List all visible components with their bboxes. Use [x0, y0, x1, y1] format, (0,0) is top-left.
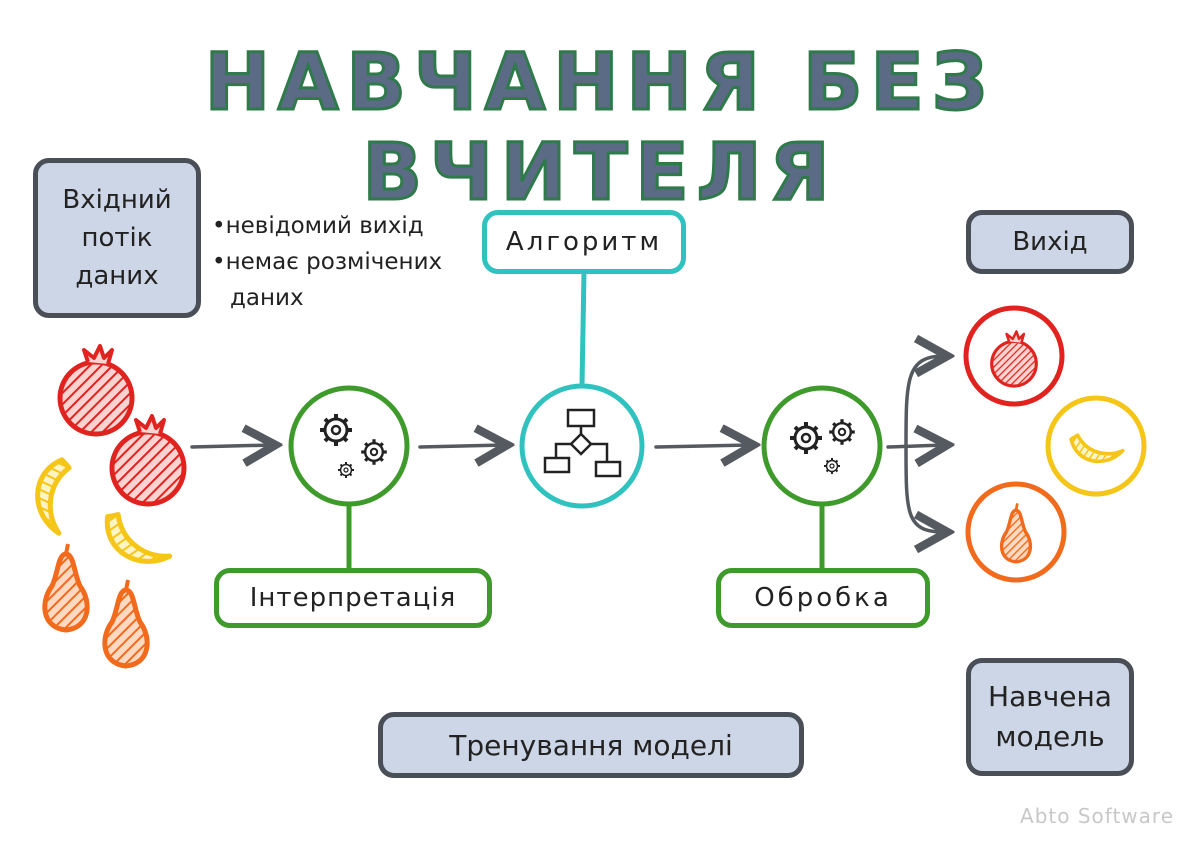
training-label: Тренування моделі	[449, 728, 733, 762]
banana-icon	[101, 513, 175, 566]
flow-arrows	[190, 356, 944, 532]
note-text: невідомий вихід	[225, 213, 424, 239]
trained-model-line: Навчена	[988, 680, 1112, 713]
processing-node	[761, 385, 883, 507]
note-item: •невідомий вихід	[212, 208, 442, 244]
note-text: даних	[230, 285, 304, 311]
processing-label-box: Обробка	[716, 568, 930, 628]
output-pomegranate	[963, 305, 1065, 407]
output-pear	[965, 481, 1067, 583]
interpretation-label-box: Інтерпретація	[214, 568, 492, 628]
input-data-box: Вхідний потік даних	[33, 158, 201, 318]
processing-label: Обробка	[754, 583, 892, 613]
pomegranate-icon	[112, 416, 184, 504]
output-banana	[1045, 395, 1147, 497]
pear-icon	[105, 580, 147, 666]
arrow-icon	[190, 445, 272, 447]
diagram-title: НАВЧАННЯ БЕЗ ВЧИТЕЛЯ	[203, 37, 996, 220]
algorithm-node	[519, 383, 645, 509]
flowchart-icon	[543, 408, 622, 478]
pomegranate-icon	[60, 346, 132, 434]
note-bullet: •	[212, 213, 226, 239]
arrow-icon	[904, 445, 944, 532]
arrow-icon	[904, 356, 944, 449]
input-box-line: потік	[81, 223, 153, 253]
interpretation-node	[288, 385, 410, 507]
algorithm-label-box: Алгоритм	[482, 210, 686, 274]
notes-list: •невідомий вихід •немає розмічених даних	[212, 208, 442, 316]
input-box-line: даних	[75, 261, 159, 291]
note-bullet: •	[212, 249, 226, 275]
input-fruits	[27, 346, 184, 666]
watermark: Abto Software	[1020, 804, 1174, 828]
note-item: даних	[212, 280, 442, 316]
trained-model-box: Навчена модель	[966, 658, 1134, 776]
arrow-icon	[654, 445, 750, 447]
note-text: немає розмічених	[225, 249, 443, 275]
arrow-icon	[418, 445, 504, 447]
arrow-icon	[886, 445, 944, 447]
pear-icon	[45, 544, 87, 630]
trained-model-line: модель	[995, 720, 1105, 753]
note-item: •немає розмічених	[212, 244, 442, 280]
banana-icon	[27, 458, 89, 536]
input-box-line: Вхідний	[62, 185, 172, 215]
algorithm-label: Алгоритм	[505, 227, 663, 257]
output-label: Вихід	[1012, 227, 1088, 257]
interpretation-label: Інтерпретація	[249, 583, 457, 613]
training-label-box: Тренування моделі	[378, 712, 804, 778]
output-label-box: Вихід	[966, 210, 1134, 274]
